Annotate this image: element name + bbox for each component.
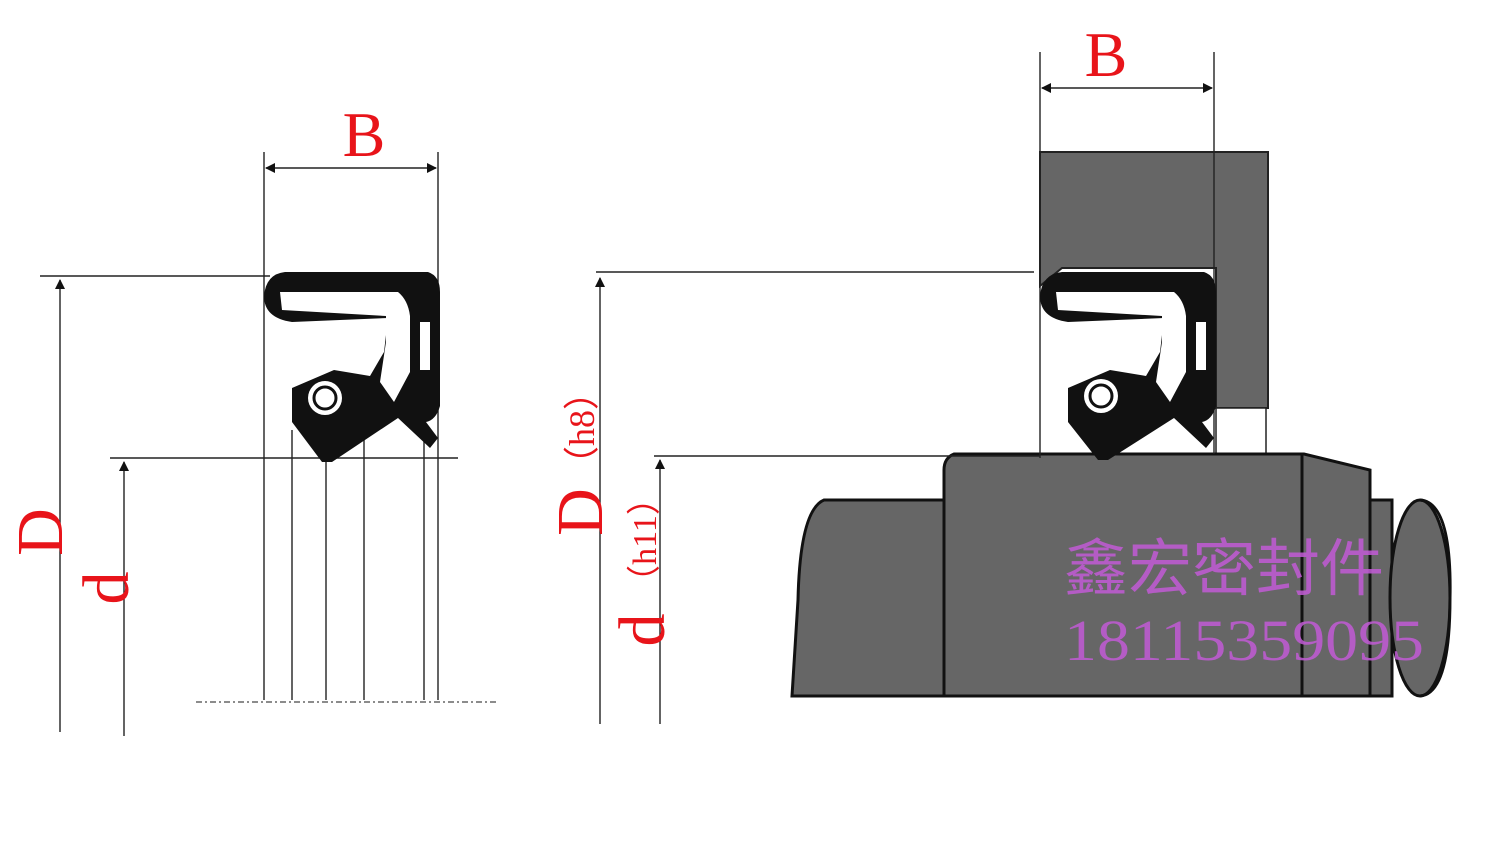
right-outer-tolerance-label: （h8） (562, 374, 602, 482)
watermark-phone-number: 18115359095 (1064, 608, 1424, 673)
right-inner-diameter-dimension: d （h11） (606, 455, 1040, 724)
housing-gap (1215, 407, 1267, 457)
left-reference-lines (196, 430, 498, 703)
left-outer-diameter-label: D (4, 508, 77, 556)
shaft (790, 452, 1500, 700)
left-outer-diameter-dimension: D (4, 275, 270, 732)
left-width-dimension: B (263, 99, 439, 700)
left-inner-diameter-dimension: d (70, 457, 458, 736)
watermark-company-name: 鑫宏密封件 (1064, 532, 1384, 605)
right-width-dimension: B (1039, 19, 1215, 458)
watermark: 鑫宏密封件 18115359095 (1064, 532, 1424, 673)
left-seal-cross-section (264, 272, 440, 462)
left-inner-diameter-label: d (70, 572, 143, 605)
right-outer-diameter-label: D (544, 488, 617, 536)
left-figure: B D d (4, 99, 498, 736)
right-inner-diameter-label: d (606, 614, 679, 647)
right-seal-cross-section (1040, 272, 1216, 460)
right-inner-tolerance-label: （h11） (626, 481, 664, 599)
left-width-label: B (343, 99, 386, 170)
right-outer-diameter-dimension: D （h8） (544, 271, 1034, 724)
right-figure: B D （h8） d （h11） (544, 19, 1500, 724)
right-width-label: B (1085, 19, 1128, 90)
